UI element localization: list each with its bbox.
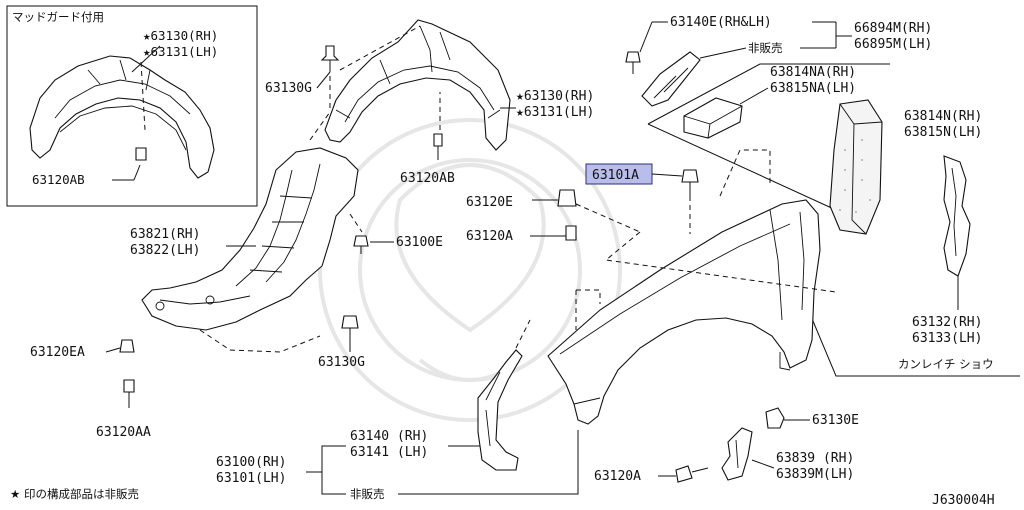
clip-63130e [765, 407, 785, 429]
inset-clip-icon [135, 147, 147, 161]
label-not-sold-bottom: 非販売 [350, 487, 385, 501]
label-66894m[interactable]: 66894M(RH) [854, 21, 932, 36]
clip-63120aa [123, 379, 135, 408]
clip-63120ab [433, 133, 443, 160]
clip-63130g-mid [341, 315, 359, 340]
label-63822-lh[interactable]: 63822(LH) [130, 243, 200, 258]
footnote: ★ 印の構成部品は非販売 [10, 487, 139, 501]
clip-63100e [353, 235, 369, 254]
label-kanreichi: カンレイチ ショウ [898, 357, 994, 371]
label-63133[interactable]: 63133(LH) [912, 331, 982, 346]
inset-label-63120ab[interactable]: 63120AB [32, 172, 85, 187]
label-63130-rh[interactable]: ★63130(RH) [516, 89, 594, 104]
label-63120aa[interactable]: 63120AA [96, 425, 151, 440]
label-63120a-mid[interactable]: 63120A [466, 229, 513, 244]
front-fender [547, 199, 821, 425]
label-63140e[interactable]: 63140E(RH&LH) [670, 15, 772, 30]
label-66895m[interactable]: 66895M(LH) [854, 37, 932, 52]
label-63100-rh[interactable]: 63100(RH) [216, 455, 286, 470]
bracket-63132 [943, 155, 971, 277]
label-63120a-bottom[interactable]: 63120A [594, 469, 641, 484]
clip-63120a-mid [565, 225, 577, 241]
diagram-code: J630004H [932, 493, 995, 508]
label-63815n[interactable]: 63815N(LH) [904, 125, 982, 140]
inset-title: マッドガード付用 [12, 10, 104, 24]
clip-63120e [557, 189, 577, 207]
insulator-63814na [683, 97, 743, 139]
inset-fender-liner [29, 55, 215, 179]
label-63100e[interactable]: 63100E [396, 235, 443, 250]
insulator-63814n [829, 99, 883, 235]
label-63815na[interactable]: 63815NA(LH) [770, 81, 856, 96]
label-63101-lh[interactable]: 63101(LH) [216, 471, 286, 486]
label-63814na[interactable]: 63814NA(RH) [770, 65, 856, 80]
label-63140[interactable]: 63140 (RH) [350, 429, 428, 444]
label-63814n[interactable]: 63814N(RH) [904, 109, 982, 124]
label-63120ea[interactable]: 63120EA [30, 345, 85, 360]
bracket-66894m [641, 51, 701, 107]
label-63839[interactable]: 63839 (RH) [776, 451, 854, 466]
bracket-63140 [477, 349, 523, 471]
label-63141[interactable]: 63141 (LH) [350, 445, 428, 460]
label-63130g-top[interactable]: 63130G [265, 81, 312, 96]
label-63132[interactable]: 63132(RH) [912, 315, 982, 330]
label-63131-lh[interactable]: ★63131(LH) [516, 105, 594, 120]
label-63130g-mid[interactable]: 63130G [318, 355, 365, 370]
clip-63140e [625, 51, 641, 74]
upper-fender-liner [324, 19, 511, 151]
label-63839m[interactable]: 63839M(LH) [776, 467, 854, 482]
inset-label-63130[interactable]: ★63130(RH) [143, 28, 218, 43]
label-63101a[interactable]: 63101A [592, 168, 639, 183]
label-63120e[interactable]: 63120E [466, 195, 513, 210]
clip-63130g-top [320, 45, 340, 72]
bolt-63101a [681, 169, 699, 196]
bracket-63839 [721, 427, 753, 481]
label-not-sold-top: 非販売 [748, 41, 783, 55]
inset-label-63131[interactable]: ★63131(LH) [143, 44, 218, 59]
label-63130e[interactable]: 63130E [812, 413, 859, 428]
lower-fender-liner [141, 147, 359, 331]
label-63120ab[interactable]: 63120AB [400, 171, 455, 186]
inset-mudguard-box: マッドガード付用 ★63130(RH) ★63131(LH) 63120AB [6, 5, 258, 207]
clip-63120ea [119, 339, 135, 353]
bolt-63120a-bottom [675, 465, 709, 483]
label-63821-rh[interactable]: 63821(RH) [130, 227, 200, 242]
